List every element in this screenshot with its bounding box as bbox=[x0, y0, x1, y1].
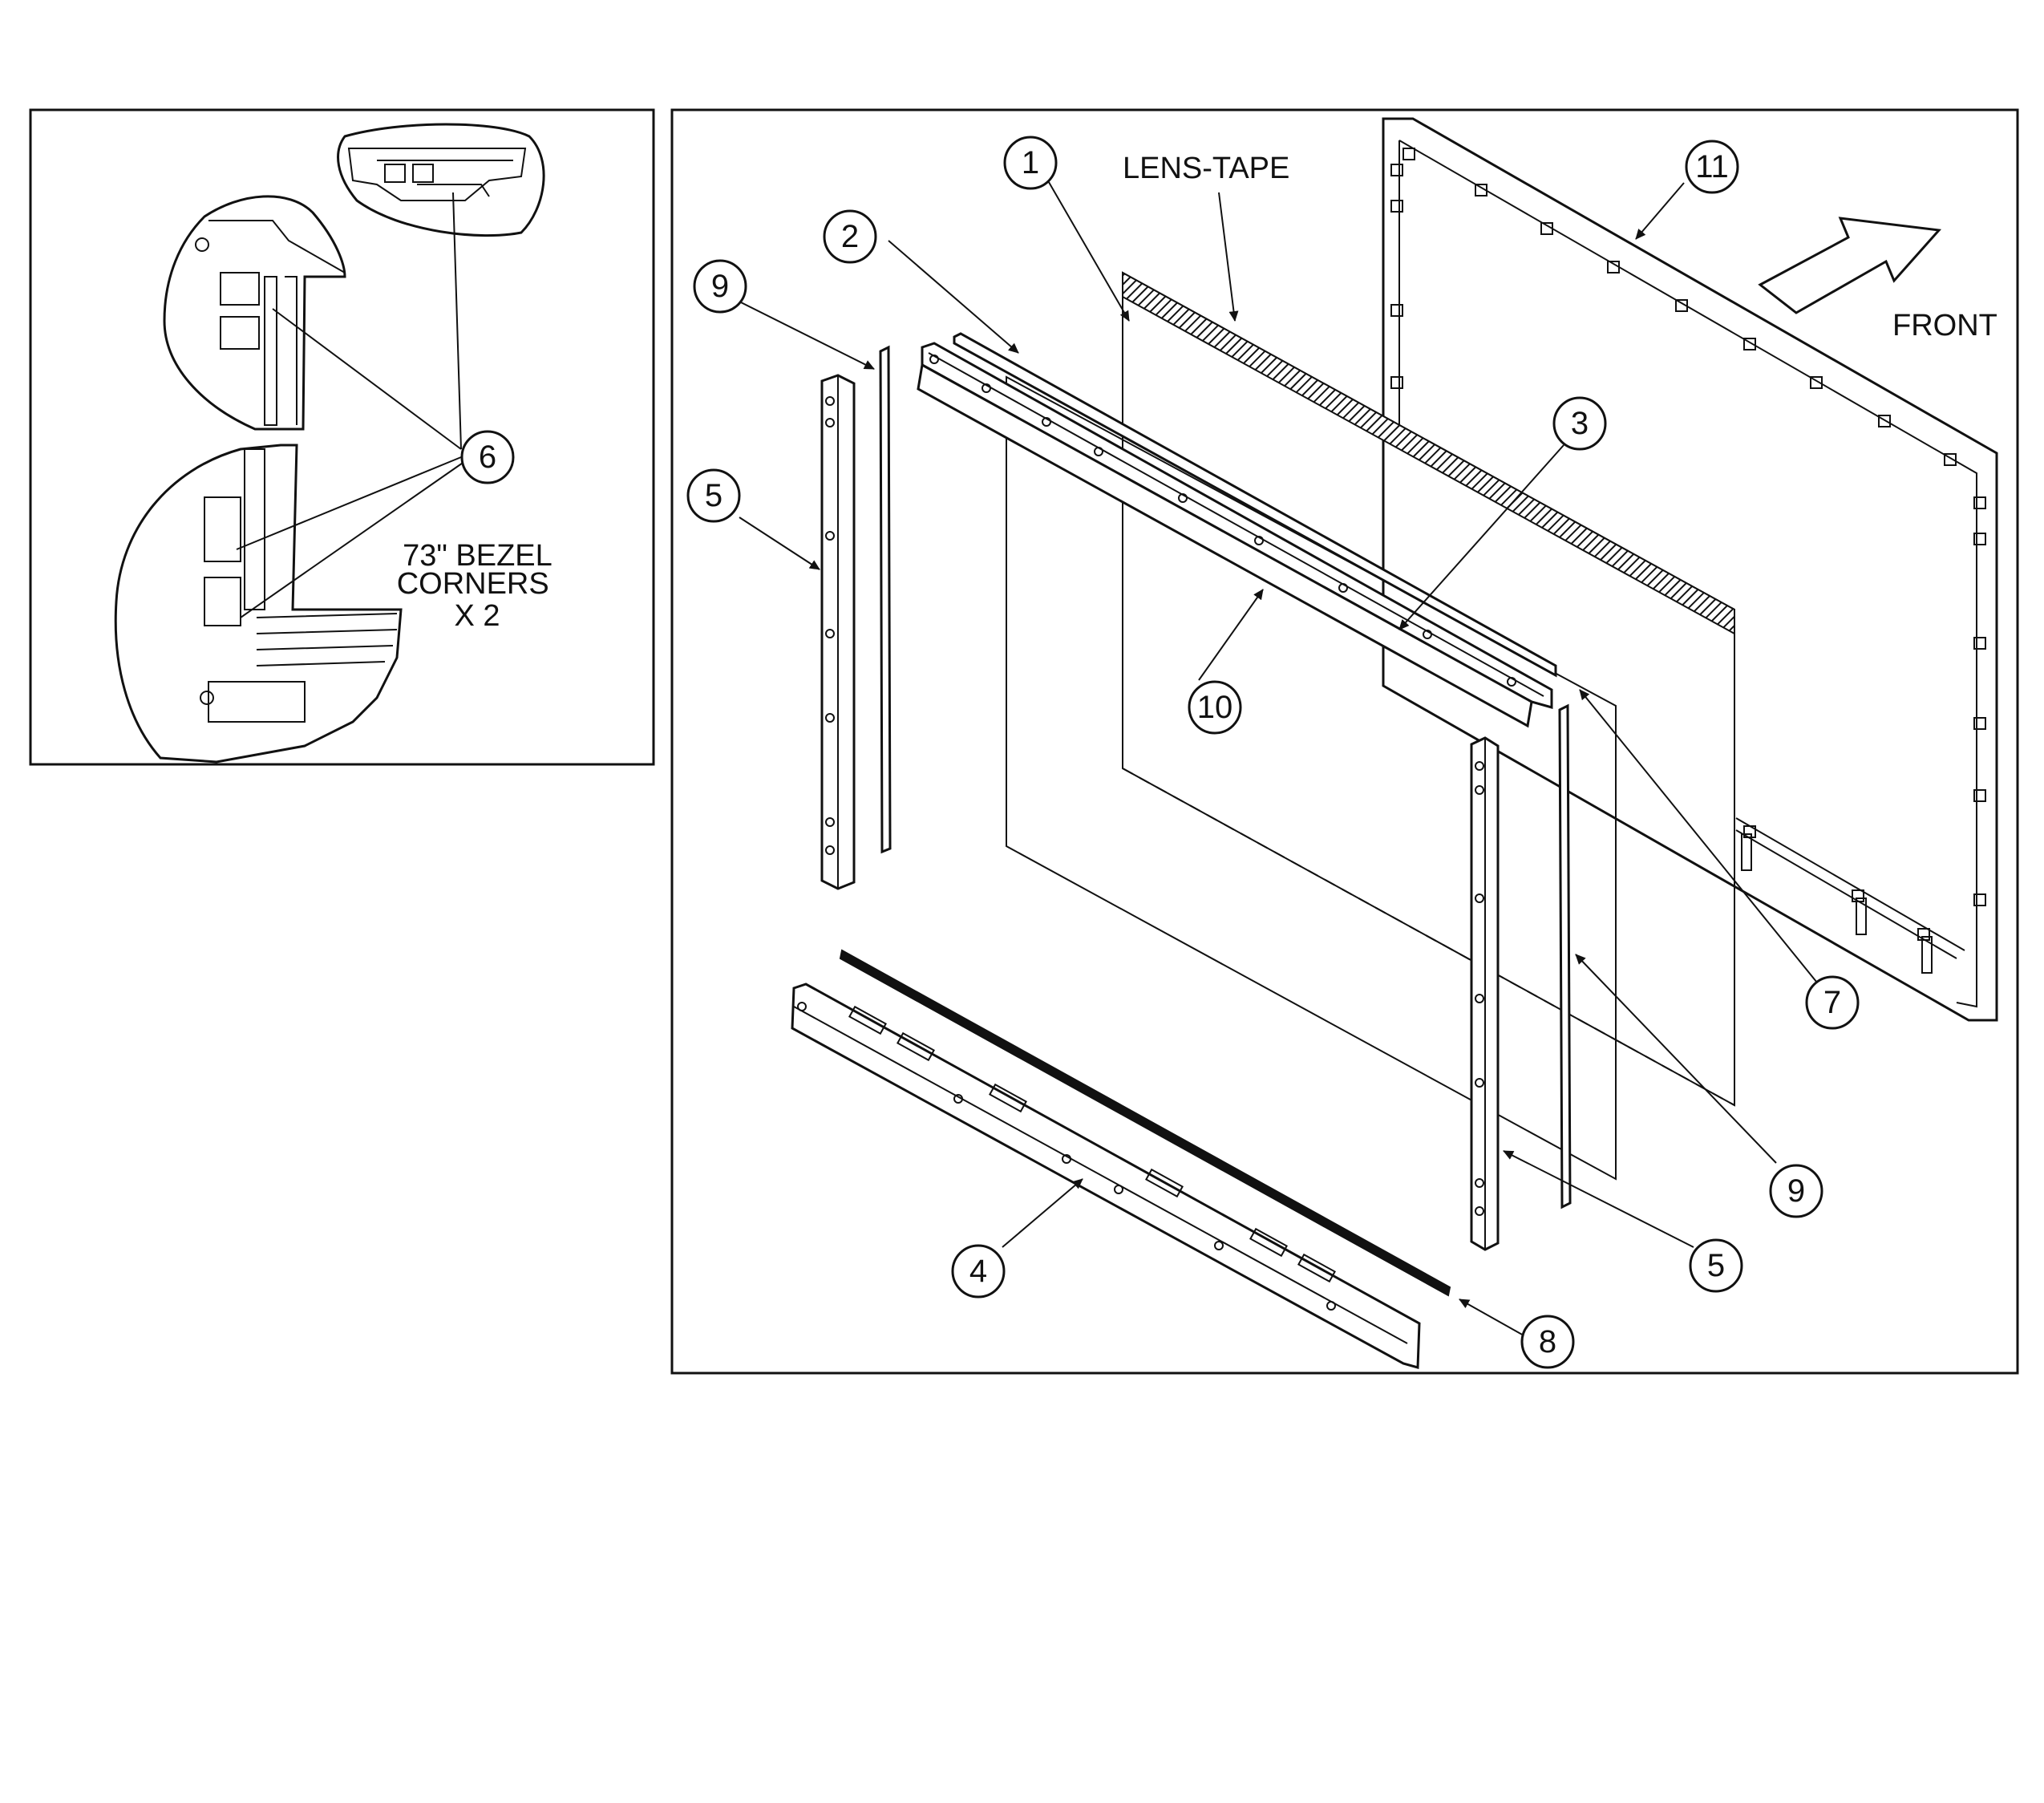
leader-6-d bbox=[240, 460, 466, 618]
part-2-strip bbox=[953, 332, 1557, 678]
inset-border bbox=[29, 108, 655, 766]
callout-2-number: 2 bbox=[841, 219, 859, 254]
leader-lens-tape bbox=[1218, 192, 1239, 322]
callout-9-right: 9 bbox=[1769, 1164, 1823, 1218]
leader-5-left bbox=[739, 517, 820, 570]
front-arrow: FRONT bbox=[1758, 217, 1997, 342]
leader-9-left bbox=[737, 300, 875, 370]
callout-5-left: 5 bbox=[686, 468, 741, 523]
part-9-left-strip bbox=[879, 345, 892, 854]
leader-6-a bbox=[272, 308, 462, 450]
leader-5-right bbox=[1503, 1150, 1694, 1248]
main-border bbox=[670, 108, 2019, 1375]
callout-4-number: 4 bbox=[969, 1254, 987, 1289]
callout-6: 6 bbox=[460, 430, 515, 484]
callout-5-right-number: 5 bbox=[1707, 1248, 1725, 1283]
callout-1-number: 1 bbox=[1022, 145, 1039, 180]
callout-7-number: 7 bbox=[1823, 985, 1841, 1020]
leader-7 bbox=[1579, 689, 1821, 987]
part-8-bottom-strip bbox=[839, 949, 1451, 1297]
callout-6-number: 6 bbox=[479, 440, 496, 475]
inset-note-line-3: X 2 bbox=[454, 599, 500, 633]
part-4-bottom-bracket bbox=[791, 983, 1421, 1369]
leader-6-b bbox=[452, 192, 462, 450]
leader-3 bbox=[1398, 444, 1564, 630]
callout-9-left: 9 bbox=[693, 259, 747, 314]
inset-panel: 6 73" BEZEL CORNERS X 2 bbox=[29, 108, 655, 766]
corner-detail-left-lower bbox=[114, 444, 403, 764]
lens-tape-label: LENS-TAPE bbox=[1123, 152, 1289, 185]
leader-2 bbox=[888, 240, 1019, 354]
inset-note-line-2: CORNERS bbox=[397, 567, 549, 601]
inset-note: 73" BEZEL CORNERS X 2 bbox=[397, 539, 560, 633]
lens-tape-strip bbox=[1122, 271, 1735, 635]
callout-5-left-number: 5 bbox=[705, 478, 722, 513]
part-9-right-strip bbox=[1558, 703, 1572, 1209]
callout-11: 11 bbox=[1685, 140, 1739, 194]
callout-7: 7 bbox=[1805, 975, 1860, 1030]
front-label: FRONT bbox=[1892, 309, 1997, 342]
callout-2: 2 bbox=[823, 209, 877, 264]
part-1-lens bbox=[1122, 271, 1735, 1107]
main-panel: FRONT bbox=[670, 108, 2019, 1375]
leader-11 bbox=[1635, 182, 1685, 240]
leader-1 bbox=[1046, 177, 1130, 322]
callout-10: 10 bbox=[1188, 680, 1242, 735]
part-10-top-channel bbox=[917, 342, 1553, 728]
callout-9-right-number: 9 bbox=[1787, 1173, 1805, 1209]
leader-6-c bbox=[236, 456, 462, 550]
callout-8: 8 bbox=[1520, 1315, 1575, 1369]
callout-8-number: 8 bbox=[1539, 1324, 1556, 1359]
leader-8 bbox=[1459, 1299, 1524, 1336]
leader-9-right bbox=[1575, 954, 1777, 1164]
corner-detail-top bbox=[337, 123, 545, 237]
leader-10 bbox=[1198, 589, 1264, 681]
callout-3: 3 bbox=[1552, 396, 1607, 451]
part-11-bezel-frame bbox=[1382, 117, 1998, 1022]
part-5-right-bracket bbox=[1470, 736, 1500, 1251]
callout-5-right: 5 bbox=[1689, 1238, 1743, 1293]
callout-3-number: 3 bbox=[1571, 406, 1589, 441]
leader-4 bbox=[1002, 1178, 1083, 1248]
part-5-left-bracket bbox=[820, 374, 856, 890]
callout-9-left-number: 9 bbox=[711, 269, 729, 304]
corner-detail-left-upper bbox=[163, 195, 346, 431]
callout-1: 1 bbox=[1003, 136, 1058, 190]
callout-10-number: 10 bbox=[1197, 690, 1233, 725]
callout-4: 4 bbox=[951, 1244, 1006, 1299]
inset-note-line-1: 73" BEZEL bbox=[403, 539, 552, 573]
callout-11-number: 11 bbox=[1695, 149, 1729, 184]
